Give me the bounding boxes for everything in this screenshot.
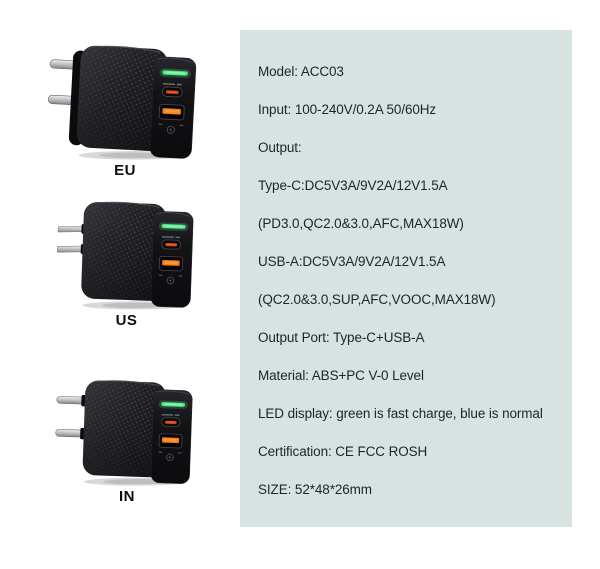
charger-us: US bbox=[52, 192, 201, 329]
charger-in: IN bbox=[54, 371, 200, 505]
spec-panel: Model: ACC03 Input: 100-240V/0.2A 50/60H… bbox=[240, 30, 572, 527]
in-fast-charge-logo-icon bbox=[166, 453, 174, 462]
spec-line-type-c: Type-C:DC5V3A/9V2A/12V1.5A bbox=[258, 178, 448, 193]
spec-line-size: SIZE: 52*48*26mm bbox=[258, 482, 372, 497]
us-led-indicator bbox=[158, 222, 189, 232]
us-dot-texture bbox=[81, 201, 167, 301]
eu-led-indicator bbox=[159, 68, 191, 79]
charger-eu-label: EU bbox=[114, 162, 136, 179]
in-plug-prongs bbox=[55, 394, 89, 440]
in-charger-body bbox=[55, 380, 193, 484]
spec-line-led-display: LED display: green is fast charge, blue … bbox=[258, 406, 543, 421]
spec-line-certification: Certification: CE FCC ROSH bbox=[258, 444, 428, 459]
us-fast-charge-logo-icon bbox=[166, 276, 175, 285]
eu-usb-a-port bbox=[158, 103, 185, 121]
charger-in-label: IN bbox=[119, 488, 135, 505]
spec-line-output: Output: bbox=[258, 140, 302, 155]
eu-charger-body bbox=[47, 45, 197, 159]
spec-line-model: Model: ACC03 bbox=[258, 64, 344, 79]
us-charger-body bbox=[57, 201, 194, 308]
in-usb-a-port bbox=[158, 433, 183, 449]
us-charger-illustration bbox=[57, 201, 194, 310]
eu-type-c-port bbox=[161, 86, 183, 98]
spec-line-material: Material: ABS+PC V-0 Level bbox=[258, 368, 424, 383]
us-type-c-port bbox=[161, 239, 182, 250]
charger-us-label: US bbox=[115, 312, 138, 329]
in-type-c-port bbox=[161, 417, 181, 428]
in-charger-illustration bbox=[55, 380, 193, 486]
in-led-indicator bbox=[158, 400, 188, 409]
spec-line-input: Input: 100-240V/0.2A 50/60Hz bbox=[258, 102, 437, 117]
spec-line-usb-a-protocols: (QC2.0&3.0,SUP,AFC,VOOC,MAX18W) bbox=[258, 292, 496, 307]
eu-charger-illustration bbox=[47, 45, 197, 160]
eu-dot-texture bbox=[76, 45, 168, 151]
spec-line-usb-a: USB-A:DC5V3A/9V2A/12V1.5A bbox=[258, 254, 446, 269]
spec-line-type-c-protocols: (PD3.0,QC2.0&3.0,AFC,MAX18W) bbox=[258, 216, 464, 231]
eu-fast-charge-logo-icon bbox=[166, 125, 175, 134]
spec-line-output-port: Output Port: Type-C+USB-A bbox=[258, 330, 425, 345]
us-usb-a-port bbox=[158, 255, 184, 272]
in-dot-texture bbox=[82, 380, 166, 478]
charger-eu: EU bbox=[46, 36, 204, 179]
